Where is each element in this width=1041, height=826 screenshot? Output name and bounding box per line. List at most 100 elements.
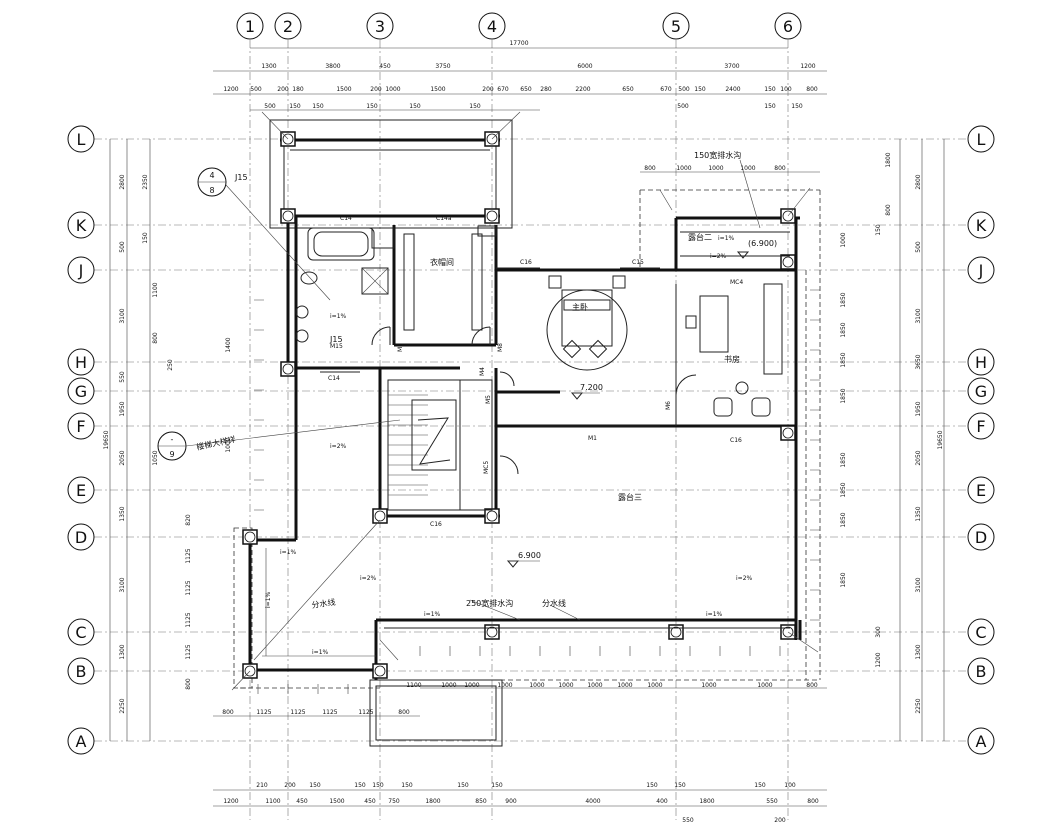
elevation-markers — [506, 251, 750, 568]
slope-stair: i=2% — [330, 443, 347, 450]
annotations: 150宽排水沟 250宽排水沟 分水线 分水线 i=1% i=2% i=1% i… — [265, 150, 753, 656]
svg-text:J: J — [978, 261, 984, 280]
svg-text:1300: 1300 — [261, 63, 276, 70]
svg-text:1300: 1300 — [915, 644, 922, 659]
slope-left-bottom: i=1% — [312, 649, 329, 656]
bookshelf-icon — [763, 283, 783, 375]
svg-text:820: 820 — [185, 514, 192, 526]
slope-gutter-right: i=1% — [706, 611, 723, 618]
svg-text:550: 550 — [119, 371, 126, 383]
svg-text:1000: 1000 — [676, 165, 691, 172]
svg-text:1350: 1350 — [119, 506, 126, 521]
svg-text:1000: 1000 — [840, 232, 847, 247]
svg-text:1: 1 — [245, 17, 255, 36]
tag-c15: C15 — [632, 259, 644, 266]
svg-text:1850: 1850 — [840, 322, 847, 337]
label-bath-tag: J15 — [329, 335, 343, 344]
tag-m9: M9 — [397, 343, 404, 352]
balustrade-bottom — [254, 289, 820, 694]
corner-braces — [231, 111, 819, 691]
top-balcony — [269, 119, 513, 229]
tag-m5: M5 — [485, 395, 492, 404]
glazing — [320, 267, 770, 517]
svg-text:G: G — [75, 382, 87, 401]
svg-text:3750: 3750 — [435, 63, 450, 70]
axis-bubble-J-left: J — [67, 256, 95, 284]
axis-bubble-A-left: A — [67, 727, 95, 755]
svg-text:450: 450 — [379, 63, 391, 70]
svg-text:150: 150 — [142, 232, 149, 244]
svg-text:A: A — [976, 732, 987, 751]
svg-text:450: 450 — [364, 798, 376, 805]
closet-fixtures — [403, 225, 497, 331]
svg-text:4000: 4000 — [585, 798, 600, 805]
svg-text:800: 800 — [774, 165, 786, 172]
axis-bubble-L-left: L — [67, 125, 95, 153]
svg-text:200: 200 — [284, 782, 296, 789]
svg-text:2800: 2800 — [119, 174, 126, 189]
svg-text:180: 180 — [292, 86, 304, 93]
axis-bubble-H-right: H — [967, 348, 995, 376]
svg-text:500: 500 — [678, 86, 690, 93]
svg-text:150: 150 — [409, 103, 421, 110]
bed-icon — [561, 289, 613, 347]
svg-text:1000: 1000 — [701, 682, 716, 689]
svg-text:200: 200 — [370, 86, 382, 93]
washbasin-icon — [295, 305, 309, 319]
svg-text:1800: 1800 — [425, 798, 440, 805]
svg-text:1850: 1850 — [840, 512, 847, 527]
svg-text:100: 100 — [784, 782, 796, 789]
axis-bubble-K-right: K — [967, 211, 995, 239]
svg-text:2350: 2350 — [142, 174, 149, 189]
svg-text:1125: 1125 — [185, 580, 192, 595]
svg-text:B: B — [976, 662, 987, 681]
svg-text:1950: 1950 — [119, 401, 126, 416]
svg-text:1050: 1050 — [152, 450, 159, 465]
label-study: 书房 — [724, 354, 740, 364]
axis-bubble-C-left: C — [67, 618, 95, 646]
note-gutter-150: 150宽排水沟 — [694, 150, 741, 160]
dim-bottom-extra-2: 200 — [774, 817, 786, 824]
note-gutter-250: 250宽排水沟 — [466, 598, 513, 608]
svg-text:1000: 1000 — [529, 682, 544, 689]
svg-text:550: 550 — [766, 798, 778, 805]
svg-text:1850: 1850 — [840, 482, 847, 497]
svg-text:D: D — [975, 528, 987, 547]
room-labels: 主卧 衣帽间 书房 J15 露台二 露台三 — [329, 232, 740, 502]
dim-left-outer: 2800 500 3100 550 1950 2050 1350 3100 13… — [119, 174, 126, 713]
gutters — [262, 159, 790, 657]
axis-bubble-H-left: H — [67, 348, 95, 376]
svg-text:3100: 3100 — [915, 308, 922, 323]
axis-bubbles-top: 1 2 3 4 5 6 — [236, 12, 802, 40]
svg-text:500: 500 — [677, 103, 689, 110]
tag-m1: M1 — [588, 435, 597, 442]
armchair-icon — [713, 397, 733, 417]
svg-text:A: A — [76, 732, 87, 751]
svg-text:-: - — [171, 435, 174, 444]
svg-text:J15: J15 — [234, 173, 248, 182]
svg-text:F: F — [76, 417, 85, 436]
svg-text:1125: 1125 — [256, 709, 271, 716]
svg-text:1125: 1125 — [185, 548, 192, 563]
svg-text:150: 150 — [754, 782, 766, 789]
svg-text:500: 500 — [119, 241, 126, 253]
bathroom-fixtures — [295, 227, 395, 343]
svg-text:3100: 3100 — [915, 577, 922, 592]
svg-text:850: 850 — [475, 798, 487, 805]
svg-text:B: B — [76, 662, 87, 681]
svg-text:800: 800 — [806, 86, 818, 93]
svg-text:150: 150 — [372, 782, 384, 789]
axis-bubble-G-left: G — [67, 377, 95, 405]
axis-bubble-D-right: D — [967, 523, 995, 551]
svg-text:100: 100 — [780, 86, 792, 93]
dim-left-total: 19650 — [103, 430, 110, 449]
svg-text:150: 150 — [646, 782, 658, 789]
tag-m4: M4 — [479, 367, 486, 376]
axis-bubbles-left: L K J H G F E D C B A — [67, 125, 95, 755]
elev-terrace2: (6.900) — [748, 239, 777, 248]
axis-bubble-C-right: C — [967, 618, 995, 646]
svg-text:500: 500 — [250, 86, 262, 93]
svg-text:C: C — [975, 623, 986, 642]
doors — [371, 326, 697, 475]
